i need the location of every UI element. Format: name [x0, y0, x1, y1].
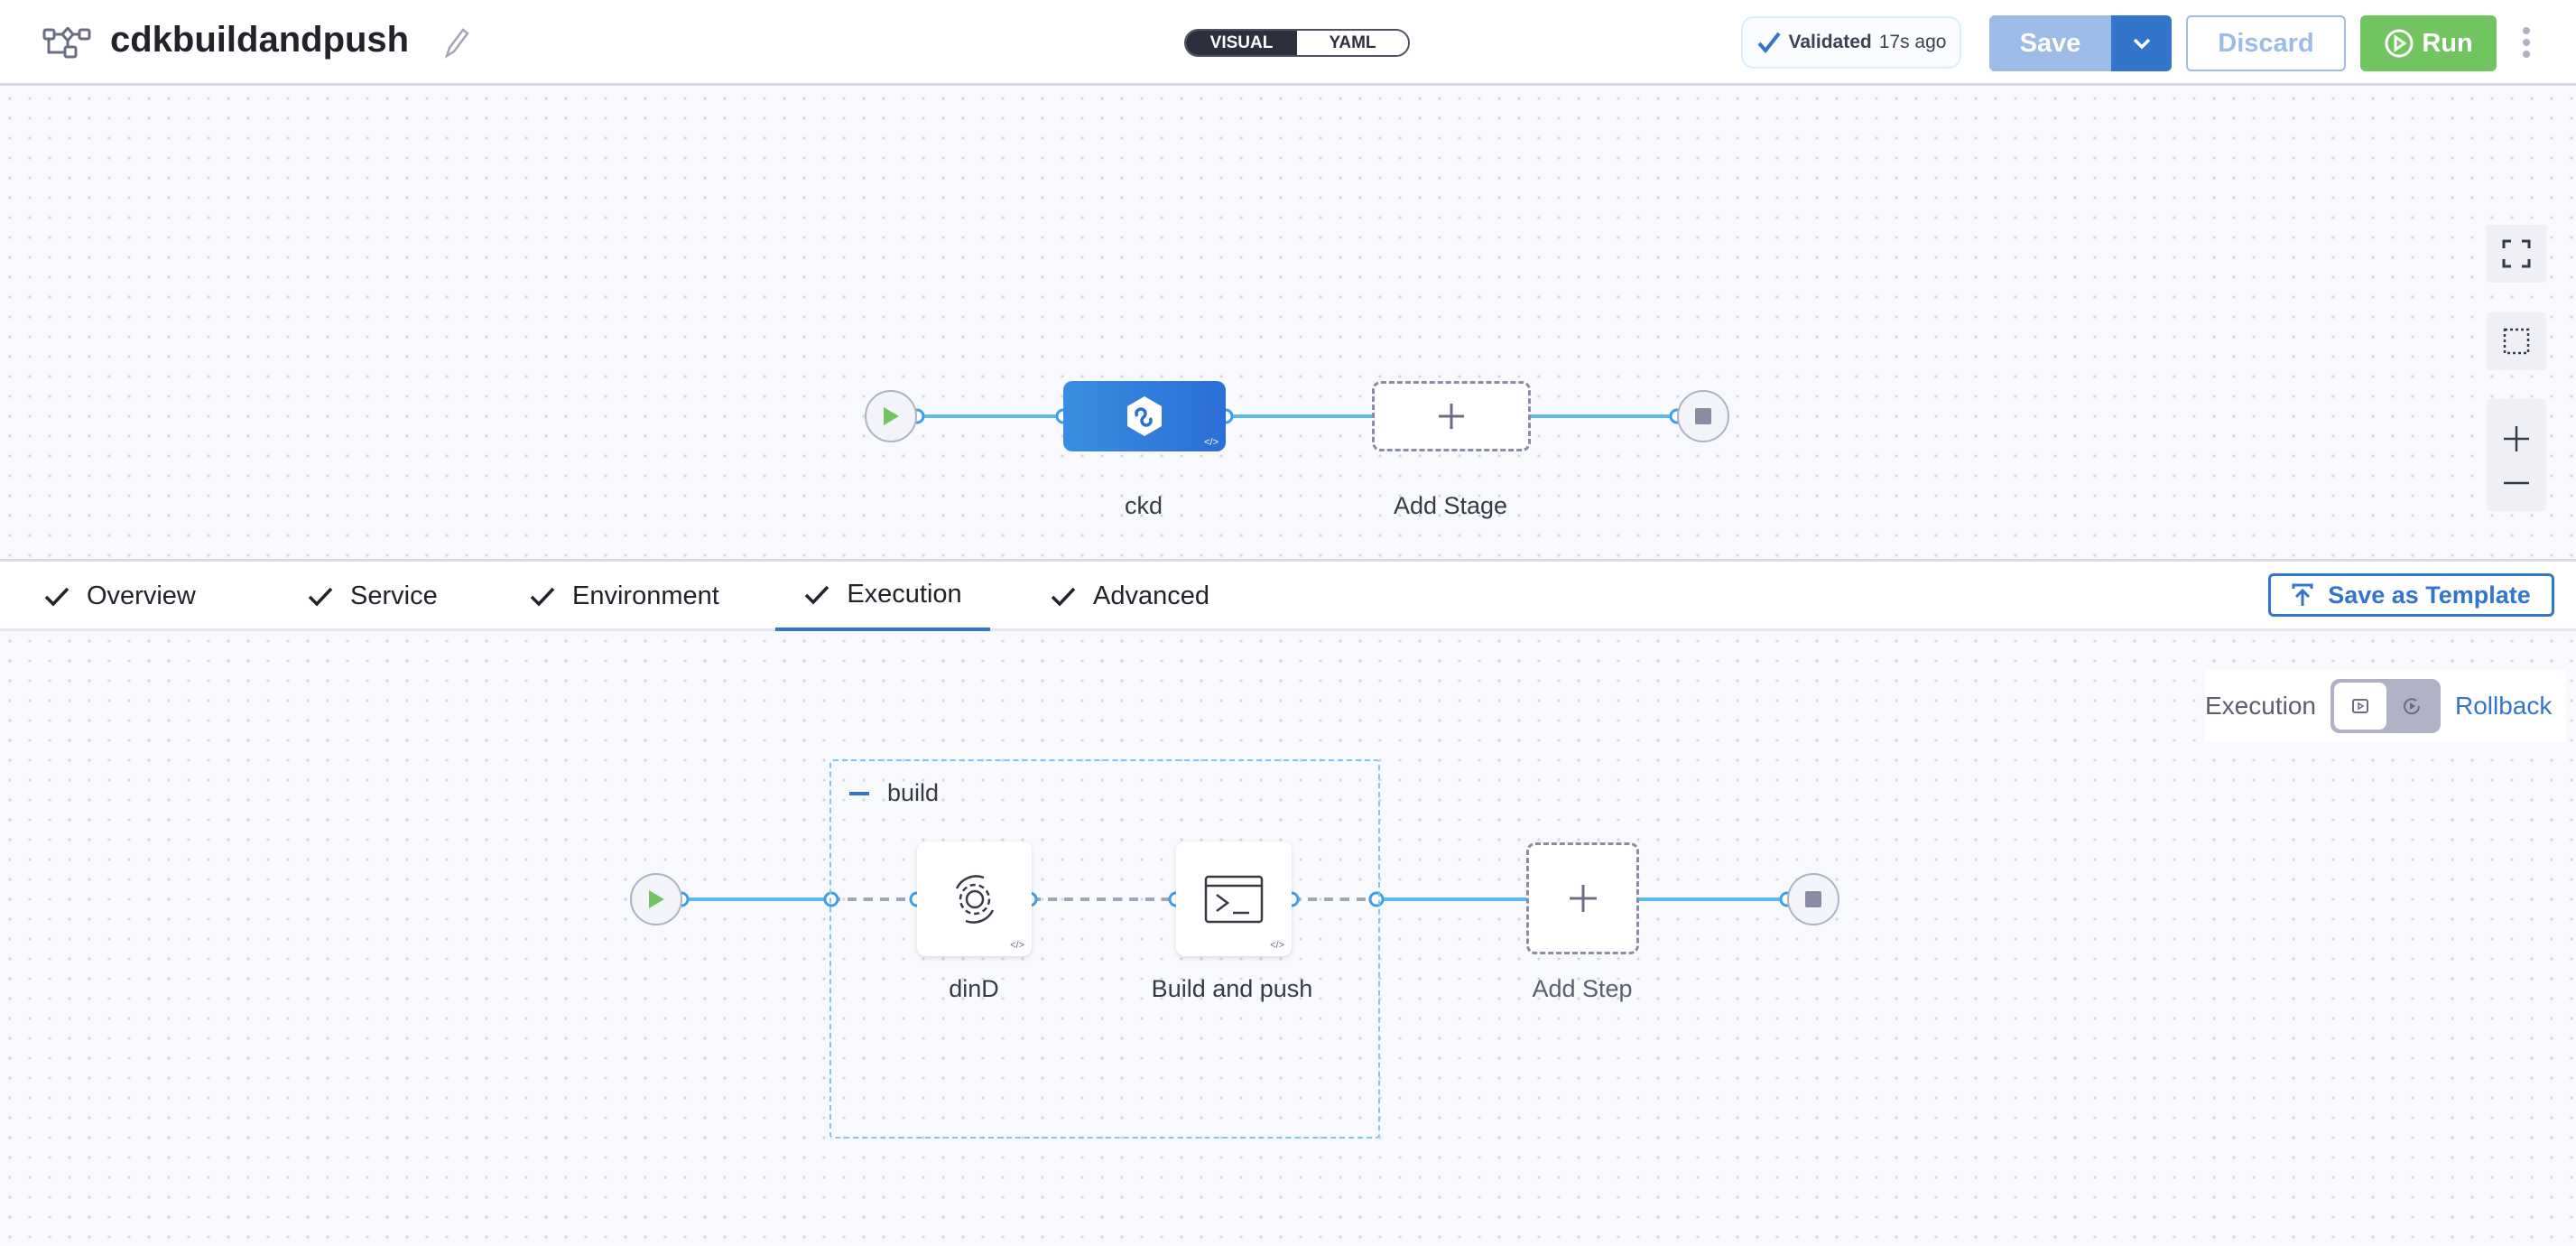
ci-build-stage-icon [1127, 396, 1162, 436]
stage-label: ckd [1124, 492, 1163, 519]
code-icon: </> [1204, 437, 1219, 448]
stage-node-ckd[interactable]: </> [1063, 381, 1226, 451]
terminal-icon [1204, 875, 1264, 923]
step-label: Build and push [1151, 975, 1313, 1002]
yaml-option[interactable]: YAML [1297, 31, 1408, 55]
play-circle-icon [2385, 29, 2414, 58]
stop-icon [1695, 408, 1711, 424]
plus-icon [1569, 885, 1597, 912]
validation-badge[interactable]: Validated 17s ago [1741, 16, 1961, 69]
fullscreen-button[interactable] [2487, 225, 2546, 283]
check-icon [44, 587, 69, 607]
add-stage-label: Add Stage [1393, 492, 1508, 519]
visual-yaml-toggle[interactable]: VISUAL YAML [1184, 29, 1410, 57]
plus-icon [1439, 404, 1464, 429]
discard-button[interactable]: Discard [2186, 15, 2346, 71]
tab-service[interactable]: Service [307, 562, 438, 631]
zoom-controls [2487, 399, 2546, 511]
step-node-dind[interactable]: </> [917, 842, 1032, 956]
add-step-label: Add Step [1532, 975, 1633, 1002]
step-node-build-and-push[interactable]: </> [1176, 842, 1292, 956]
tab-advanced[interactable]: Advanced [1050, 562, 1209, 631]
play-icon [649, 890, 664, 908]
add-stage-button[interactable] [1372, 381, 1531, 451]
pipeline-title: cdkbuildandpush [110, 20, 410, 60]
step-group-build[interactable]: build [829, 759, 1380, 1139]
code-icon: </> [1010, 940, 1024, 951]
run-button[interactable]: Run [2360, 15, 2497, 71]
mode-toggle[interactable] [2330, 679, 2441, 733]
tab-overview[interactable]: Overview [43, 562, 196, 631]
add-step-button[interactable] [1526, 842, 1639, 954]
chevron-down-icon [2133, 38, 2150, 50]
zoom-out-icon[interactable] [2502, 480, 2531, 486]
pipeline-end-node [1677, 390, 1729, 442]
stage-tabs: Overview Service Environment Execution A… [0, 559, 2576, 631]
check-icon [805, 585, 829, 605]
rollback-mode-icon[interactable] [2386, 683, 2437, 730]
pipeline-start-node [865, 390, 917, 442]
step-label: dinD [949, 975, 999, 1002]
selection-icon [2503, 328, 2530, 355]
gear-cycle-icon [955, 874, 994, 924]
check-icon [1757, 32, 1781, 54]
rollback-link[interactable]: Rollback [2454, 692, 2553, 720]
tab-environment[interactable]: Environment [529, 562, 719, 631]
pipeline-icon [42, 27, 91, 59]
check-icon [308, 587, 333, 607]
save-button[interactable]: Save [1989, 15, 2111, 71]
zoom-in-icon[interactable] [2502, 424, 2531, 453]
execution-rollback-switch: Execution Rollback [2205, 670, 2566, 742]
execution-start-node [630, 873, 682, 925]
play-icon [884, 407, 899, 425]
header: cdkbuildandpush VISUAL YAML Validated 17… [0, 0, 2576, 86]
tab-execution[interactable]: Execution [775, 562, 990, 631]
pipeline-canvas[interactable] [0, 88, 2576, 559]
edit-pencil-icon[interactable] [442, 27, 469, 60]
execution-mode-icon[interactable] [2333, 683, 2386, 730]
group-name: build [887, 779, 940, 806]
code-icon: </> [1270, 940, 1284, 951]
fullscreen-icon [2502, 239, 2531, 268]
check-icon [1051, 587, 1076, 607]
select-area-button[interactable] [2487, 312, 2546, 370]
visual-option[interactable]: VISUAL [1186, 31, 1297, 55]
execution-end-node [1787, 873, 1839, 925]
save-as-template-button[interactable]: Save as Template [2268, 573, 2554, 617]
collapse-icon[interactable] [849, 791, 869, 795]
stop-icon [1805, 891, 1821, 907]
save-options-dropdown[interactable] [2111, 15, 2172, 71]
upload-icon [2292, 583, 2313, 606]
more-options-icon[interactable] [2519, 25, 2534, 61]
check-icon [530, 587, 555, 607]
